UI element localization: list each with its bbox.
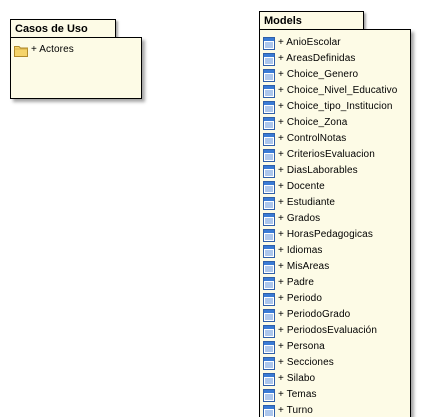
class-diagram-icon [263,132,275,146]
list-item[interactable]: + Choice_Zona [263,115,347,131]
class-diagram-icon [263,180,275,194]
list-item[interactable]: + Estudiante [263,195,335,211]
class-diagram-icon [263,340,275,354]
list-item[interactable]: + CriteriosEvaluacion [263,147,375,163]
package-title: Models [264,15,302,27]
folder-icon [14,44,28,57]
class-diagram-icon [263,292,275,306]
item-label: + PeriodoGrado [278,309,351,320]
list-item[interactable]: + Choice_tipo_Institucion [263,99,393,115]
item-label: + ControlNotas [278,133,347,144]
class-diagram-icon [263,212,275,226]
item-label: + Periodo [278,293,322,304]
class-diagram-icon [263,324,275,338]
item-label: + Padre [278,277,315,288]
class-diagram-icon [263,404,275,417]
class-diagram-icon [263,196,275,210]
class-diagram-icon [263,308,275,322]
package-tab[interactable]: Models [259,11,364,30]
class-diagram-icon [263,116,275,130]
item-label: + DiasLaborables [278,165,358,176]
list-item[interactable]: + Temas [263,387,317,403]
class-diagram-icon [263,148,275,162]
class-diagram-icon [263,228,275,242]
package-casos-de-uso[interactable]: Casos de Uso + Actores [10,19,142,101]
item-label: + AnioEscolar [278,37,341,48]
list-item[interactable]: + Padre [263,275,314,291]
item-label: + Choice_tipo_Institucion [278,101,393,112]
item-label: + CriteriosEvaluacion [278,149,375,160]
item-label: + HorasPedagogicas [278,229,373,240]
item-label: + Choice_Nivel_Educativo [278,85,398,96]
package-body [10,37,142,99]
list-item[interactable]: + Silabo [263,371,315,387]
list-item[interactable]: + ControlNotas [263,131,346,147]
class-diagram-icon [263,276,275,290]
item-label: + Temas [278,389,317,400]
item-label: + Idiomas [278,245,323,256]
package-tab[interactable]: Casos de Uso [10,19,116,38]
item-label: + Choice_Genero [278,69,359,80]
item-label: + Secciones [278,357,334,368]
list-item[interactable]: + Choice_Genero [263,67,358,83]
item-label: + Docente [278,181,325,192]
list-item[interactable]: + Docente [263,179,325,195]
list-item-actores[interactable]: + Actores [14,42,74,58]
class-diagram-icon [263,68,275,82]
item-label: + AreasDefinidas [278,53,356,64]
package-models[interactable]: Models + AnioEscolar + AreasDefinidas + Ch… [259,11,411,417]
list-item[interactable]: + MisAreas [263,259,329,275]
list-item[interactable]: + PeriodoGrado [263,307,350,323]
class-diagram-icon [263,52,275,66]
list-item[interactable]: + AnioEscolar [263,35,341,51]
item-label: + Estudiante [278,197,336,208]
class-diagram-icon [263,372,275,386]
package-title: Casos de Uso [15,23,88,35]
item-label: + MisAreas [278,261,330,272]
list-item[interactable]: + Grados [263,211,320,227]
list-item[interactable]: + Turno [263,403,313,417]
class-diagram-icon [263,100,275,114]
item-label: + Turno [278,405,313,416]
list-item[interactable]: + Persona [263,339,325,355]
item-label: + Silabo [278,373,316,384]
class-diagram-icon [263,36,275,50]
item-label: + Choice_Zona [278,117,348,128]
list-item[interactable]: + HorasPedagogicas [263,227,373,243]
list-item[interactable]: + Periodo [263,291,322,307]
class-diagram-icon [263,260,275,274]
list-item[interactable]: + Secciones [263,355,334,371]
class-diagram-icon [263,164,275,178]
class-diagram-icon [263,84,275,98]
list-item[interactable]: + AreasDefinidas [263,51,355,67]
list-item[interactable]: + Choice_Nivel_Educativo [263,83,397,99]
class-diagram-icon [263,244,275,258]
item-label: + Grados [278,213,321,224]
item-label: + Actores [31,44,74,55]
list-item[interactable]: + Idiomas [263,243,323,259]
list-item[interactable]: + PeriodosEvaluación [263,323,377,339]
class-diagram-icon [263,356,275,370]
list-item[interactable]: + DiasLaborables [263,163,358,179]
package-body [259,29,411,417]
item-label: + PeriodosEvaluación [278,325,378,336]
item-label: + Persona [278,341,325,352]
class-diagram-icon [263,388,275,402]
